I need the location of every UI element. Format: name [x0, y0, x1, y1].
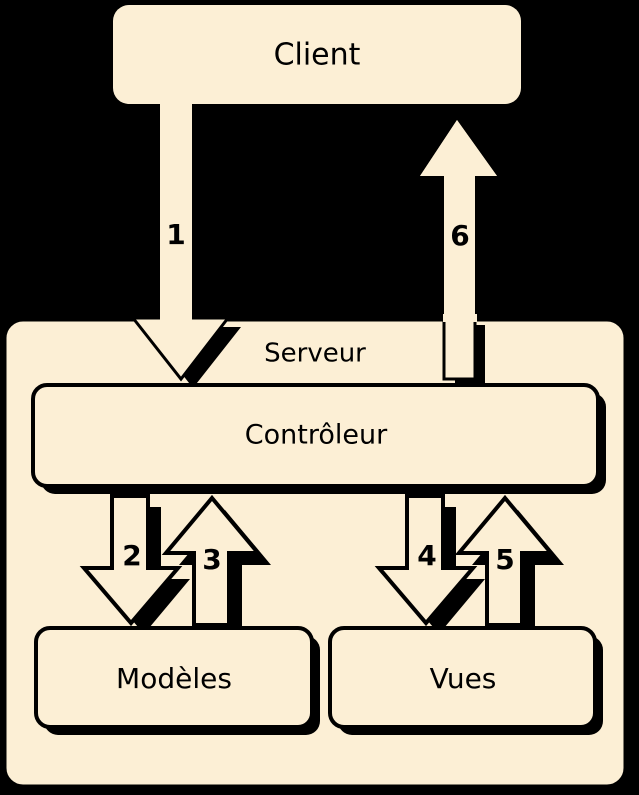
arrow-3-number: 3	[202, 543, 221, 576]
controleur-box	[31, 383, 600, 488]
arrow-6-tail-overlay	[442, 314, 485, 388]
modeles-label: Modèles	[116, 662, 232, 695]
arrow-6-upper	[420, 120, 497, 320]
node-vues[interactable]: Vues	[328, 626, 603, 735]
arrow-4-body	[374, 494, 478, 627]
node-client[interactable]: Client	[113, 5, 521, 104]
arrow-1-number: 1	[166, 218, 185, 251]
arrow-3-body	[161, 494, 263, 627]
arrow-4: 4	[374, 494, 485, 634]
arrow-2-body	[79, 494, 183, 627]
controleur-label: Contrôleur	[245, 420, 388, 451]
node-modeles[interactable]: Modèles	[34, 626, 320, 735]
arrow-5-body	[454, 494, 556, 627]
arrow-6-tail	[442, 316, 477, 381]
arrow-1-shadow	[145, 119, 241, 389]
serveur-label: Serveur	[264, 339, 366, 369]
arrow-6-visible: 6	[420, 120, 497, 320]
client-label: Client	[274, 38, 361, 73]
client-box	[113, 5, 521, 104]
arrow-2-number: 2	[122, 539, 141, 572]
arrow-4-number: 4	[417, 539, 436, 572]
vues-label: Vues	[430, 662, 497, 695]
arrow-6-number: 6	[450, 219, 469, 252]
arrow-5: 5	[454, 494, 564, 637]
vues-box	[328, 626, 597, 729]
arrow-1-shaft	[160, 104, 192, 320]
modeles-box	[34, 626, 314, 729]
arrow-3: 3	[161, 494, 271, 637]
node-controleur[interactable]: Contrôleur	[31, 383, 606, 494]
arrow-2: 2	[79, 494, 190, 634]
arrow-5-number: 5	[495, 543, 514, 576]
